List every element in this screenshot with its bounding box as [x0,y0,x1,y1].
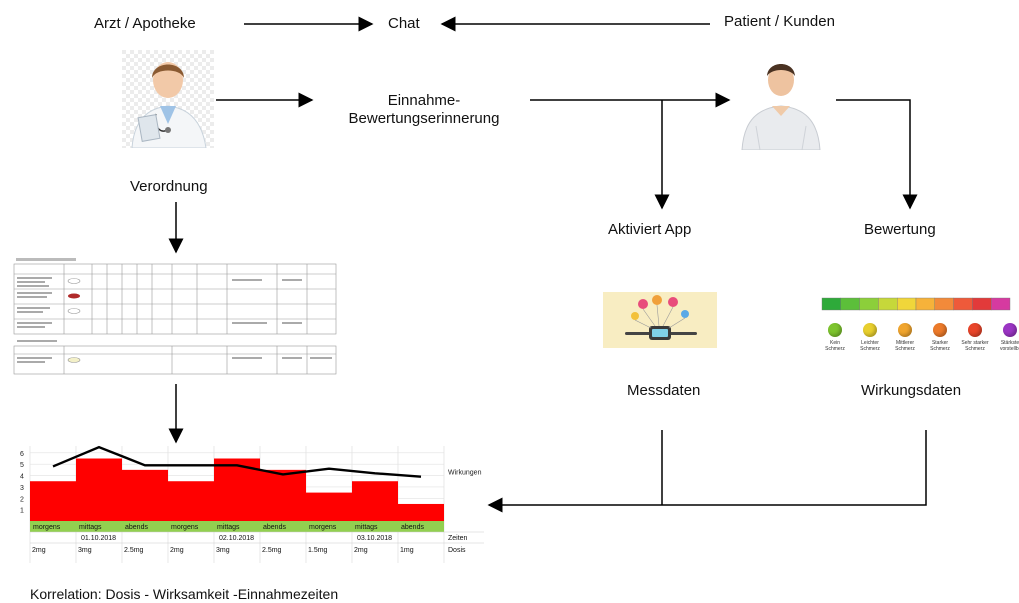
dose-label: 2.5mg [124,547,144,554]
date-label: 03.10.2018 [357,535,392,542]
category-label: mittags [355,524,378,531]
effect-label: Wirkungsdaten [861,382,962,399]
pain-scale-segment [859,297,879,311]
pain-face-icon [1003,323,1017,337]
arrow-patient-rating [836,99,918,210]
reminder-label: Einnahme- Bewertungserinnerung [326,92,522,128]
bar [260,469,306,521]
bar [30,481,76,521]
measurement-label: Messdaten [627,382,701,399]
chat-label: Chat [388,15,420,32]
y-tick-label: 4 [20,474,24,481]
pain-scale-segment [972,297,992,311]
bar [122,469,168,521]
bar [168,481,214,521]
pain-scale-segment [896,297,917,311]
category-label: morgens [33,524,61,531]
heart-icon [638,299,648,309]
effect-line [52,445,422,478]
pain-scale-bar [821,297,1011,311]
category-band [30,521,444,532]
y-tick-label: 1 [20,508,24,515]
dose-label: 2mg [170,547,184,554]
pain-face-icon [933,323,947,337]
pain-face-icon [898,323,912,337]
prescription-label: Verordnung [130,178,208,195]
pain-scale-segment [821,297,841,311]
dose-label: 3mg [216,547,230,554]
prescription-table [12,256,338,376]
doctor-label: Arzt / Apotheke [94,15,196,32]
dose-label: 2.5mg [262,547,282,554]
dose-label: 1mg [400,547,414,554]
pain-scale-segment [840,297,860,311]
app-illustration [603,292,717,348]
pain-face-icon [863,323,877,337]
arrow-effects-to-chart [487,430,927,513]
bar [76,458,122,521]
reminder-label-line2: Bewertungserinnerung [348,110,500,127]
pain-scale-segment [934,297,954,311]
dose-label: 2mg [354,547,368,554]
rating-label: Bewertung [864,221,936,238]
category-label: abends [263,524,286,531]
dose-label: 2mg [32,547,46,554]
app-label: Aktiviert App [608,221,692,238]
patient-label: Patient / Kunden [724,13,835,30]
dose-label: 3mg [78,547,92,554]
y-tick-label: 5 [20,462,24,469]
patient-image [741,64,821,150]
pain-scale-segment [915,297,935,311]
bar [306,492,352,521]
pain-face-icon [968,323,982,337]
doctor-image [122,50,214,148]
bar [398,503,444,521]
date-label: 01.10.2018 [81,535,116,542]
date-label: 02.10.2018 [219,535,254,542]
bar [352,481,398,521]
prescription-table-image [12,256,338,376]
dose-label: 1.5mg [308,547,328,554]
pain-face-icon [828,323,842,337]
pain-scale-segment [878,297,898,311]
category-label: mittags [79,524,102,531]
pain-scale-segment [990,297,1011,311]
times-row-label: Zeiten [448,535,468,542]
series-label: Wirkungen [448,470,482,477]
category-label: abends [401,524,424,531]
category-label: mittags [217,524,240,531]
y-tick-label: 6 [20,451,24,458]
y-tick-label: 2 [20,496,24,503]
category-label: abends [125,524,148,531]
category-label: morgens [309,524,337,531]
dose-row-label: Dosis [448,547,466,554]
caption: Korrelation: Dosis - Wirksamkeit -Einnah… [30,586,339,602]
y-tick-label: 3 [20,485,24,492]
category-label: morgens [171,524,199,531]
pain-scale-segment [953,297,973,311]
reminder-label-line1: Einnahme- [387,92,461,109]
